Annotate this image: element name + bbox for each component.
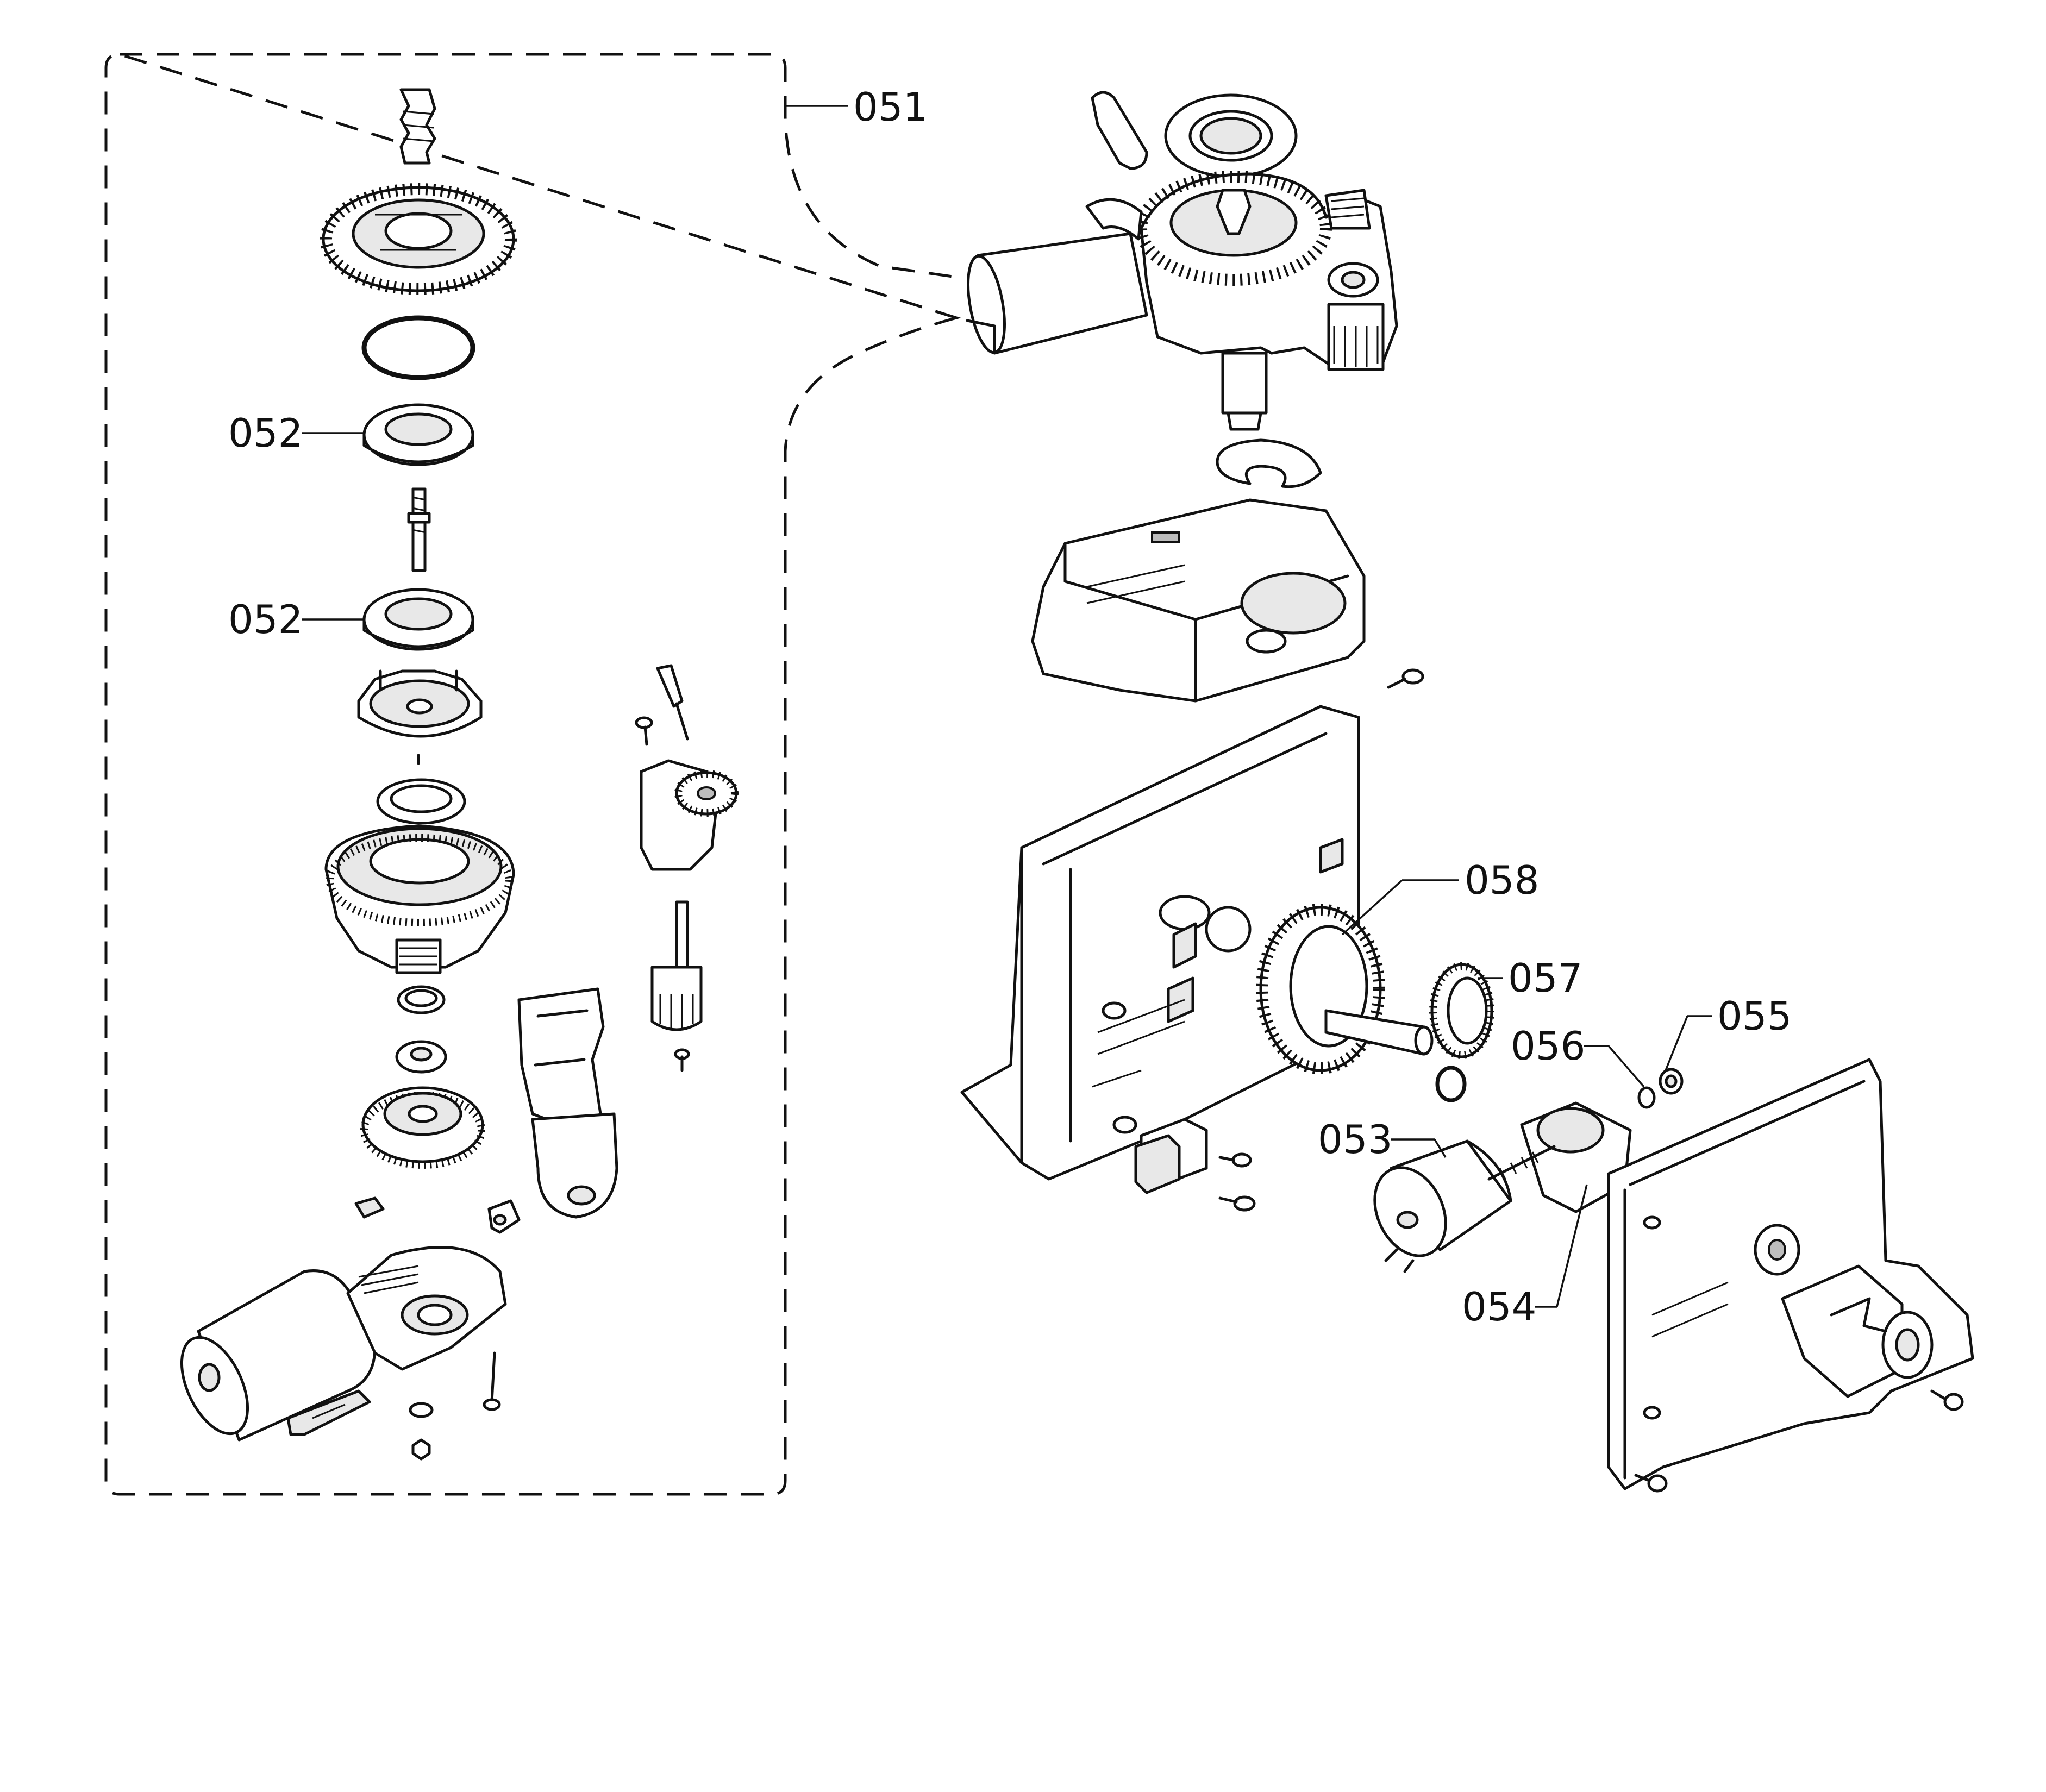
label-051: 051	[853, 84, 928, 130]
callout-052-lower: 052	[228, 597, 364, 642]
callout-051: 051	[785, 84, 928, 130]
small-block	[487, 1199, 521, 1234]
callout-058: 058	[1341, 857, 1539, 936]
small-screw-b	[674, 1048, 690, 1072]
cylinder-tube	[966, 232, 1148, 355]
label-054: 054	[1462, 1284, 1536, 1330]
gearmotor	[180, 1245, 507, 1442]
large-gear-058	[1256, 904, 1434, 1074]
nut	[411, 1438, 431, 1461]
knurled-spindle	[650, 900, 703, 1031]
motor-053	[1373, 1139, 1512, 1273]
large-ring-gear	[320, 183, 517, 295]
callout-054: 054	[1462, 1184, 1588, 1330]
label-056: 056	[1511, 1023, 1585, 1069]
screw-plate-a	[1930, 1389, 1964, 1411]
main-chassis	[960, 705, 1360, 1181]
washer-056	[1637, 1086, 1656, 1109]
label-052-upper: 052	[228, 410, 303, 456]
lower-gear-wheel	[360, 1086, 485, 1169]
nut-055	[1659, 1068, 1684, 1095]
callout-056: 056	[1511, 1023, 1645, 1088]
perforated-housing	[324, 824, 515, 974]
screw-tray	[1387, 668, 1424, 689]
label-057: 057	[1508, 955, 1582, 1001]
callout-055: 055	[1665, 993, 1792, 1071]
top-seal-ring	[1164, 93, 1298, 178]
top-clip-handle	[1091, 91, 1148, 170]
assembly-051-boundary	[104, 53, 961, 1496]
bearing-ring-052-upper	[362, 403, 474, 466]
tray-housing	[1031, 498, 1366, 703]
callout-057: 057	[1478, 955, 1582, 1001]
switch-block	[1134, 1134, 1181, 1194]
screw-plate-b	[1634, 1474, 1668, 1493]
bearing-ring-052-lower	[362, 588, 474, 651]
bushing	[395, 1040, 447, 1074]
label-058: 058	[1465, 857, 1539, 903]
bracket-clip	[286, 1389, 371, 1436]
split-ring	[1216, 438, 1322, 488]
callout-052-upper: 052	[228, 410, 364, 456]
half-shell-cover	[1085, 198, 1143, 241]
brew-unit-assembly	[1135, 171, 1398, 431]
top-spring-shaft	[399, 88, 436, 165]
worm-housing-054	[1487, 1101, 1632, 1213]
screw-chassis-a	[1218, 1152, 1252, 1168]
spring-pin-small	[656, 664, 689, 741]
label-055: 055	[1717, 993, 1792, 1039]
lug-carrier	[357, 669, 483, 765]
gear-057	[1429, 962, 1494, 1059]
o-ring-large	[361, 315, 475, 380]
side-plate-assembly	[1607, 1058, 1974, 1490]
washer-small-inner	[404, 989, 438, 1007]
shaft-o-ring	[1435, 1066, 1467, 1102]
label-053: 053	[1318, 1117, 1392, 1162]
chute-upper	[517, 987, 605, 1132]
washer	[409, 1402, 434, 1418]
long-screw	[483, 1351, 501, 1411]
small-clip	[354, 1196, 385, 1219]
screw-chassis-b	[1218, 1195, 1256, 1212]
small-ring	[376, 778, 466, 825]
gear-bracket-assembly	[640, 759, 739, 871]
threaded-pin	[407, 487, 431, 572]
chute-lower	[531, 1112, 618, 1219]
callout-053: 053	[1318, 1117, 1447, 1162]
label-052-lower: 052	[228, 597, 303, 642]
small-screw-a	[635, 716, 653, 746]
